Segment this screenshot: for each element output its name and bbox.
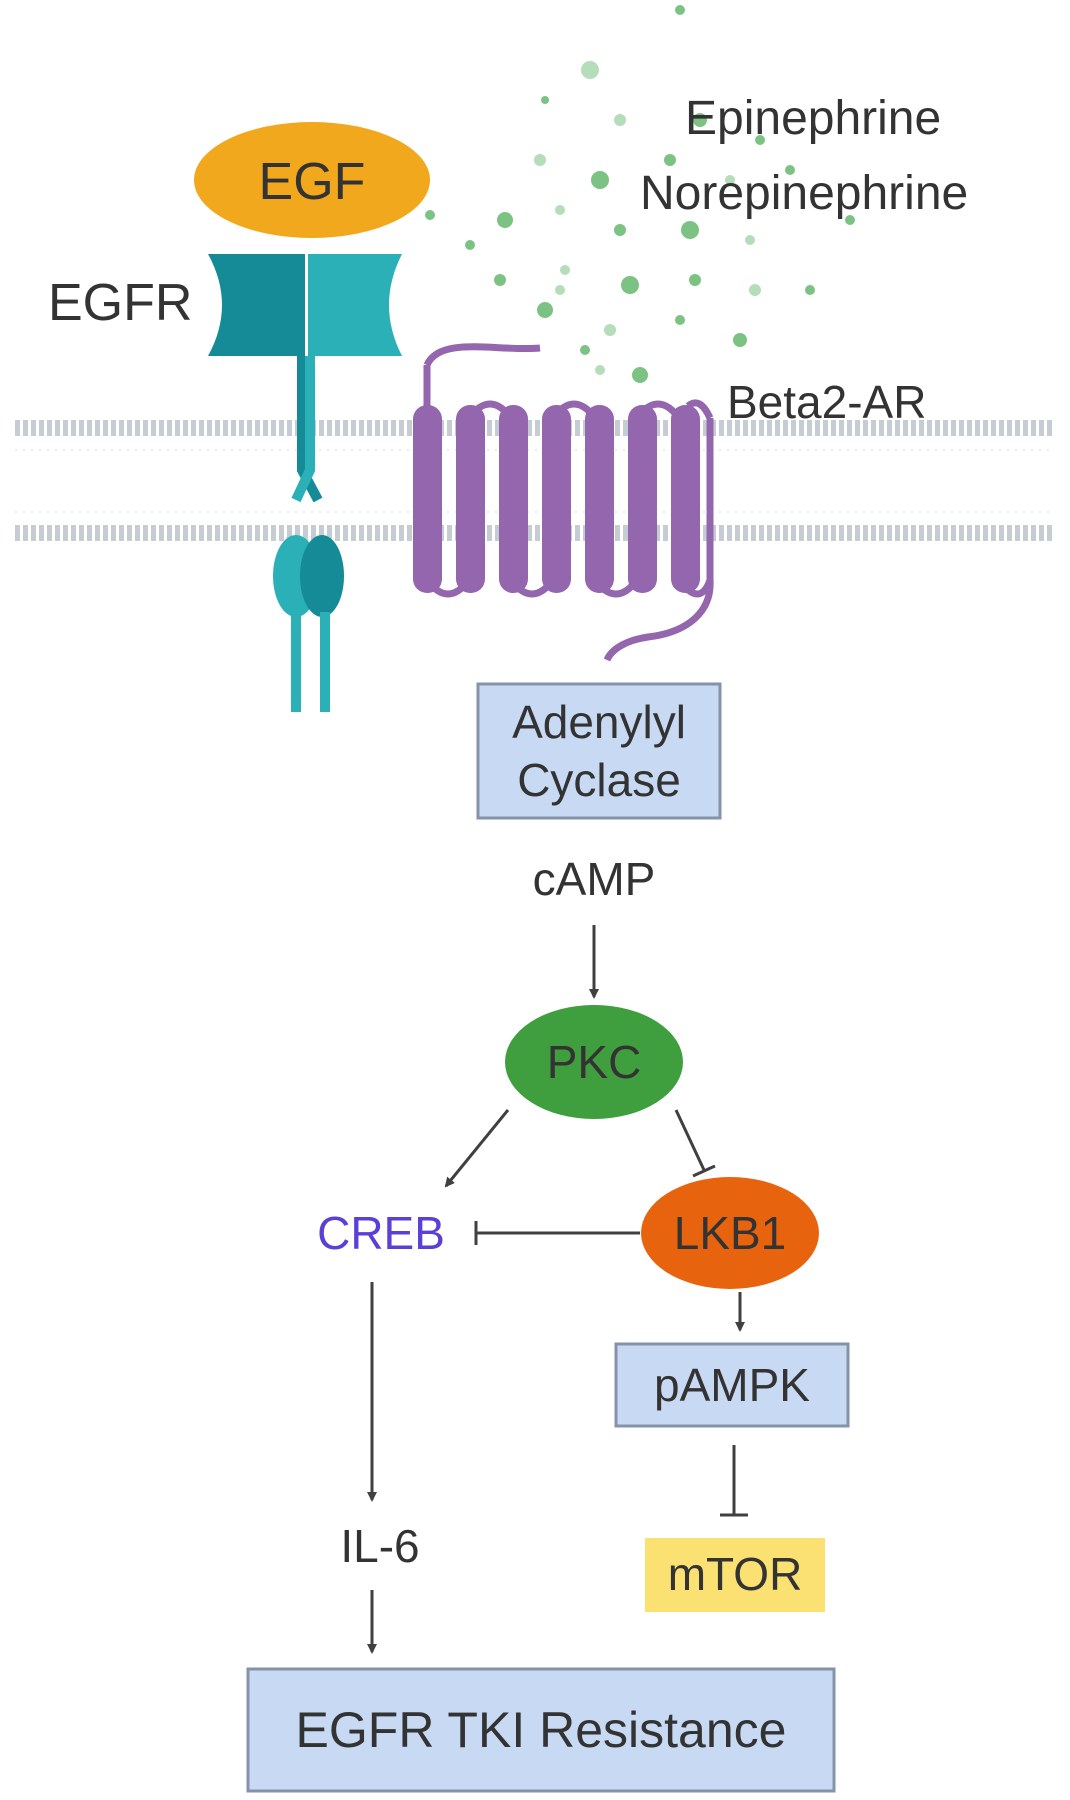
egf-label: EGF bbox=[259, 153, 366, 211]
ligand-dot bbox=[534, 154, 546, 166]
egf-ligand: EGF bbox=[194, 122, 430, 238]
mtor-box: mTOR bbox=[645, 1538, 825, 1612]
il6-label: IL-6 bbox=[340, 1520, 419, 1572]
beta2ar-label: Beta2-AR bbox=[727, 376, 926, 428]
pkc-label: PKC bbox=[547, 1036, 642, 1088]
ligand-dot bbox=[805, 285, 815, 295]
creb-label: CREB bbox=[317, 1207, 445, 1259]
ligand-dot bbox=[614, 114, 626, 126]
lkb1-node: LKB1 bbox=[641, 1177, 819, 1289]
arrow-pkc-creb bbox=[444, 1109, 510, 1188]
ligand-dot bbox=[465, 240, 475, 250]
ligand-dot bbox=[541, 96, 549, 104]
ligand-dot bbox=[675, 5, 685, 15]
ligand-dot bbox=[785, 165, 795, 175]
camp-label: cAMP bbox=[533, 853, 656, 905]
resistance-label: EGFR TKI Resistance bbox=[296, 1702, 787, 1758]
ligand-dot bbox=[749, 284, 761, 296]
lkb1-label: LKB1 bbox=[674, 1207, 787, 1259]
ligand-dot bbox=[555, 205, 565, 215]
mtor-label: mTOR bbox=[668, 1548, 803, 1600]
ligand-dot bbox=[581, 61, 599, 79]
egfr-receptor: EGFR bbox=[48, 254, 402, 712]
ligand-dot bbox=[560, 265, 570, 275]
cyclase-label: Cyclase bbox=[517, 754, 681, 806]
ligand-dot bbox=[614, 224, 626, 236]
ligand-dot bbox=[845, 215, 855, 225]
ligand-dots bbox=[425, 5, 855, 383]
ligand-dot bbox=[755, 135, 765, 145]
pkc-node: PKC bbox=[505, 1005, 683, 1119]
ligand-dot bbox=[537, 302, 553, 318]
ligand-dot bbox=[621, 276, 639, 294]
ligand-dot bbox=[555, 285, 565, 295]
ligand-dot bbox=[664, 154, 676, 166]
ligand-dot bbox=[425, 210, 435, 220]
ligand-dot bbox=[725, 175, 735, 185]
ligand-dot bbox=[675, 315, 685, 325]
ligand-dot bbox=[745, 235, 755, 245]
epinephrine-label: Epinephrine bbox=[685, 92, 941, 145]
pampk-label: pAMPK bbox=[654, 1359, 810, 1411]
inhibit-pkc-lkb1 bbox=[674, 1109, 706, 1171]
ligand-dot bbox=[497, 212, 513, 228]
ligand-dot bbox=[595, 365, 605, 375]
ligand-dot bbox=[494, 274, 506, 286]
egfr-label: EGFR bbox=[48, 274, 192, 332]
resistance-box: EGFR TKI Resistance bbox=[246, 1667, 836, 1793]
ligand-dot bbox=[689, 274, 701, 286]
adenylyl-cyclase-box: Adenylyl Cyclase bbox=[476, 682, 722, 820]
ligand-dot bbox=[693, 113, 707, 127]
beta2ar-receptor: Beta2-AR bbox=[413, 343, 926, 662]
ligand-dot bbox=[632, 367, 648, 383]
ligand-dot bbox=[580, 345, 590, 355]
ligand-dot bbox=[604, 324, 616, 336]
pathway-arrows bbox=[367, 925, 748, 1654]
ligand-dot bbox=[733, 333, 747, 347]
ligand-dot bbox=[681, 221, 699, 239]
pampk-box: pAMPK bbox=[614, 1342, 850, 1428]
cell-membrane bbox=[15, 420, 1052, 541]
norepinephrine-label: Norepinephrine bbox=[640, 167, 968, 220]
ligand-dot bbox=[591, 171, 609, 189]
adenylyl-label: Adenylyl bbox=[512, 696, 686, 748]
